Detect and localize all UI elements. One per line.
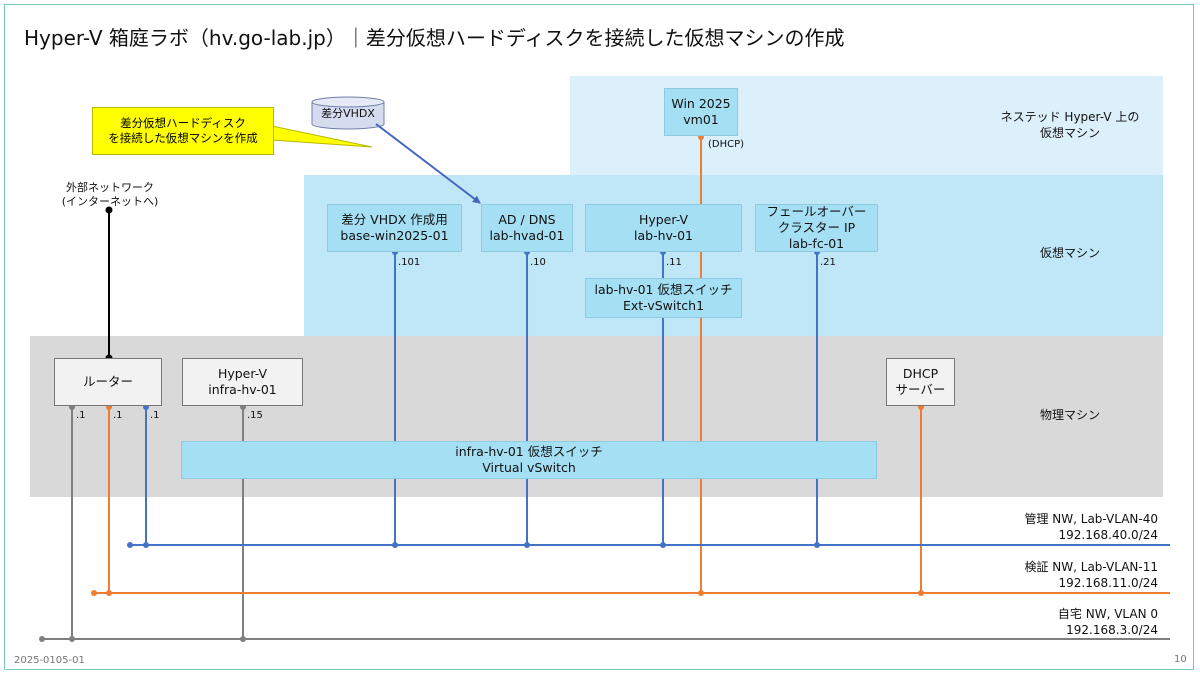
mgmt-bus-end-dot xyxy=(127,542,133,548)
node-dhcp-server: DHCP サーバー xyxy=(886,358,955,406)
external-network-dot xyxy=(105,206,113,214)
page-number: 10 xyxy=(1174,654,1187,665)
dhcp-verify-dot xyxy=(918,590,924,596)
node-lab-hvad-01: AD / DNS lab-hvad-01 xyxy=(481,204,573,252)
node-lab-hv-01: Hyper-V lab-hv-01 xyxy=(585,204,742,252)
fc-ip-label: .21 xyxy=(820,257,836,268)
infra-home-dot xyxy=(240,636,246,642)
node-virtual-vswitch: infra-hv-01 仮想スイッチ Virtual vSwitch xyxy=(181,441,877,479)
page-title: Hyper-V 箱庭ラボ（hv.go-lab.jp）｜差分仮想ハードディスクを接… xyxy=(24,26,845,50)
verify-network-label: 検証 NW, Lab-VLAN-11 192.168.11.0/24 xyxy=(1024,560,1158,590)
node-ext-vswitch1: lab-hv-01 仮想スイッチ Ext-vSwitch1 xyxy=(585,278,742,318)
vm-layer-label: 仮想マシン xyxy=(1039,246,1100,260)
base-mgmt-dot xyxy=(392,542,398,548)
ad-mgmt-dot xyxy=(524,542,530,548)
physical-layer-label: 物理マシン xyxy=(1039,408,1100,422)
base-ip-label: .101 xyxy=(398,257,421,268)
node-router: ルーター xyxy=(54,358,162,406)
router-verify-ip-label: .1 xyxy=(113,410,123,421)
hv-ip-label: .11 xyxy=(666,257,682,268)
router-home-dot xyxy=(69,636,75,642)
node-lab-fc-01: フェールオーバー クラスター IP lab-fc-01 xyxy=(755,204,878,252)
home-network-nodes xyxy=(39,404,246,642)
router-verify-dot xyxy=(106,590,112,596)
router-mgmt-dot xyxy=(143,542,149,548)
mgmt-network-wires xyxy=(130,252,1170,546)
node-infra-hv-01: Hyper-V infra-hv-01 xyxy=(182,358,303,406)
document-id: 2025-0105-01 xyxy=(14,655,85,666)
hv-mgmt-dot xyxy=(660,542,666,548)
infra-ip-label: .15 xyxy=(247,410,263,421)
vm01-dhcp-label: (DHCP) xyxy=(708,139,745,150)
nested-vm-layer-label: ネステッド Hyper-V 上の 仮想マシン xyxy=(1000,110,1140,140)
fc-mgmt-dot xyxy=(814,542,820,548)
mgmt-network-label: 管理 NW, Lab-VLAN-40 192.168.40.0/24 xyxy=(1024,512,1158,542)
verify-bus-end-dot xyxy=(91,590,97,596)
node-base-win2025-01: 差分 VHDX 作成用 base-win2025-01 xyxy=(327,204,462,252)
node-win2025-vm01: Win 2025 vm01 xyxy=(664,88,738,136)
router-home-ip-label: .1 xyxy=(76,410,86,421)
external-network-label: 外部ネットワーク (インターネットへ) xyxy=(61,181,159,208)
vhdx-disk-icon xyxy=(311,96,385,130)
annotation-callout: 差分仮想ハードディスク を接続した仮想マシンを作成 xyxy=(92,107,274,155)
vhdx-attach-arrow xyxy=(375,123,481,204)
home-bus-end-dot xyxy=(39,636,45,642)
router-mgmt-ip-label: .1 xyxy=(150,410,160,421)
vhdx-disk-label: 差分VHDX xyxy=(321,107,375,120)
home-network-label: 自宅 NW, VLAN 0 192.168.3.0/24 xyxy=(1057,607,1158,637)
vm01-verify-dot xyxy=(698,590,704,596)
ad-ip-label: .10 xyxy=(530,257,546,268)
